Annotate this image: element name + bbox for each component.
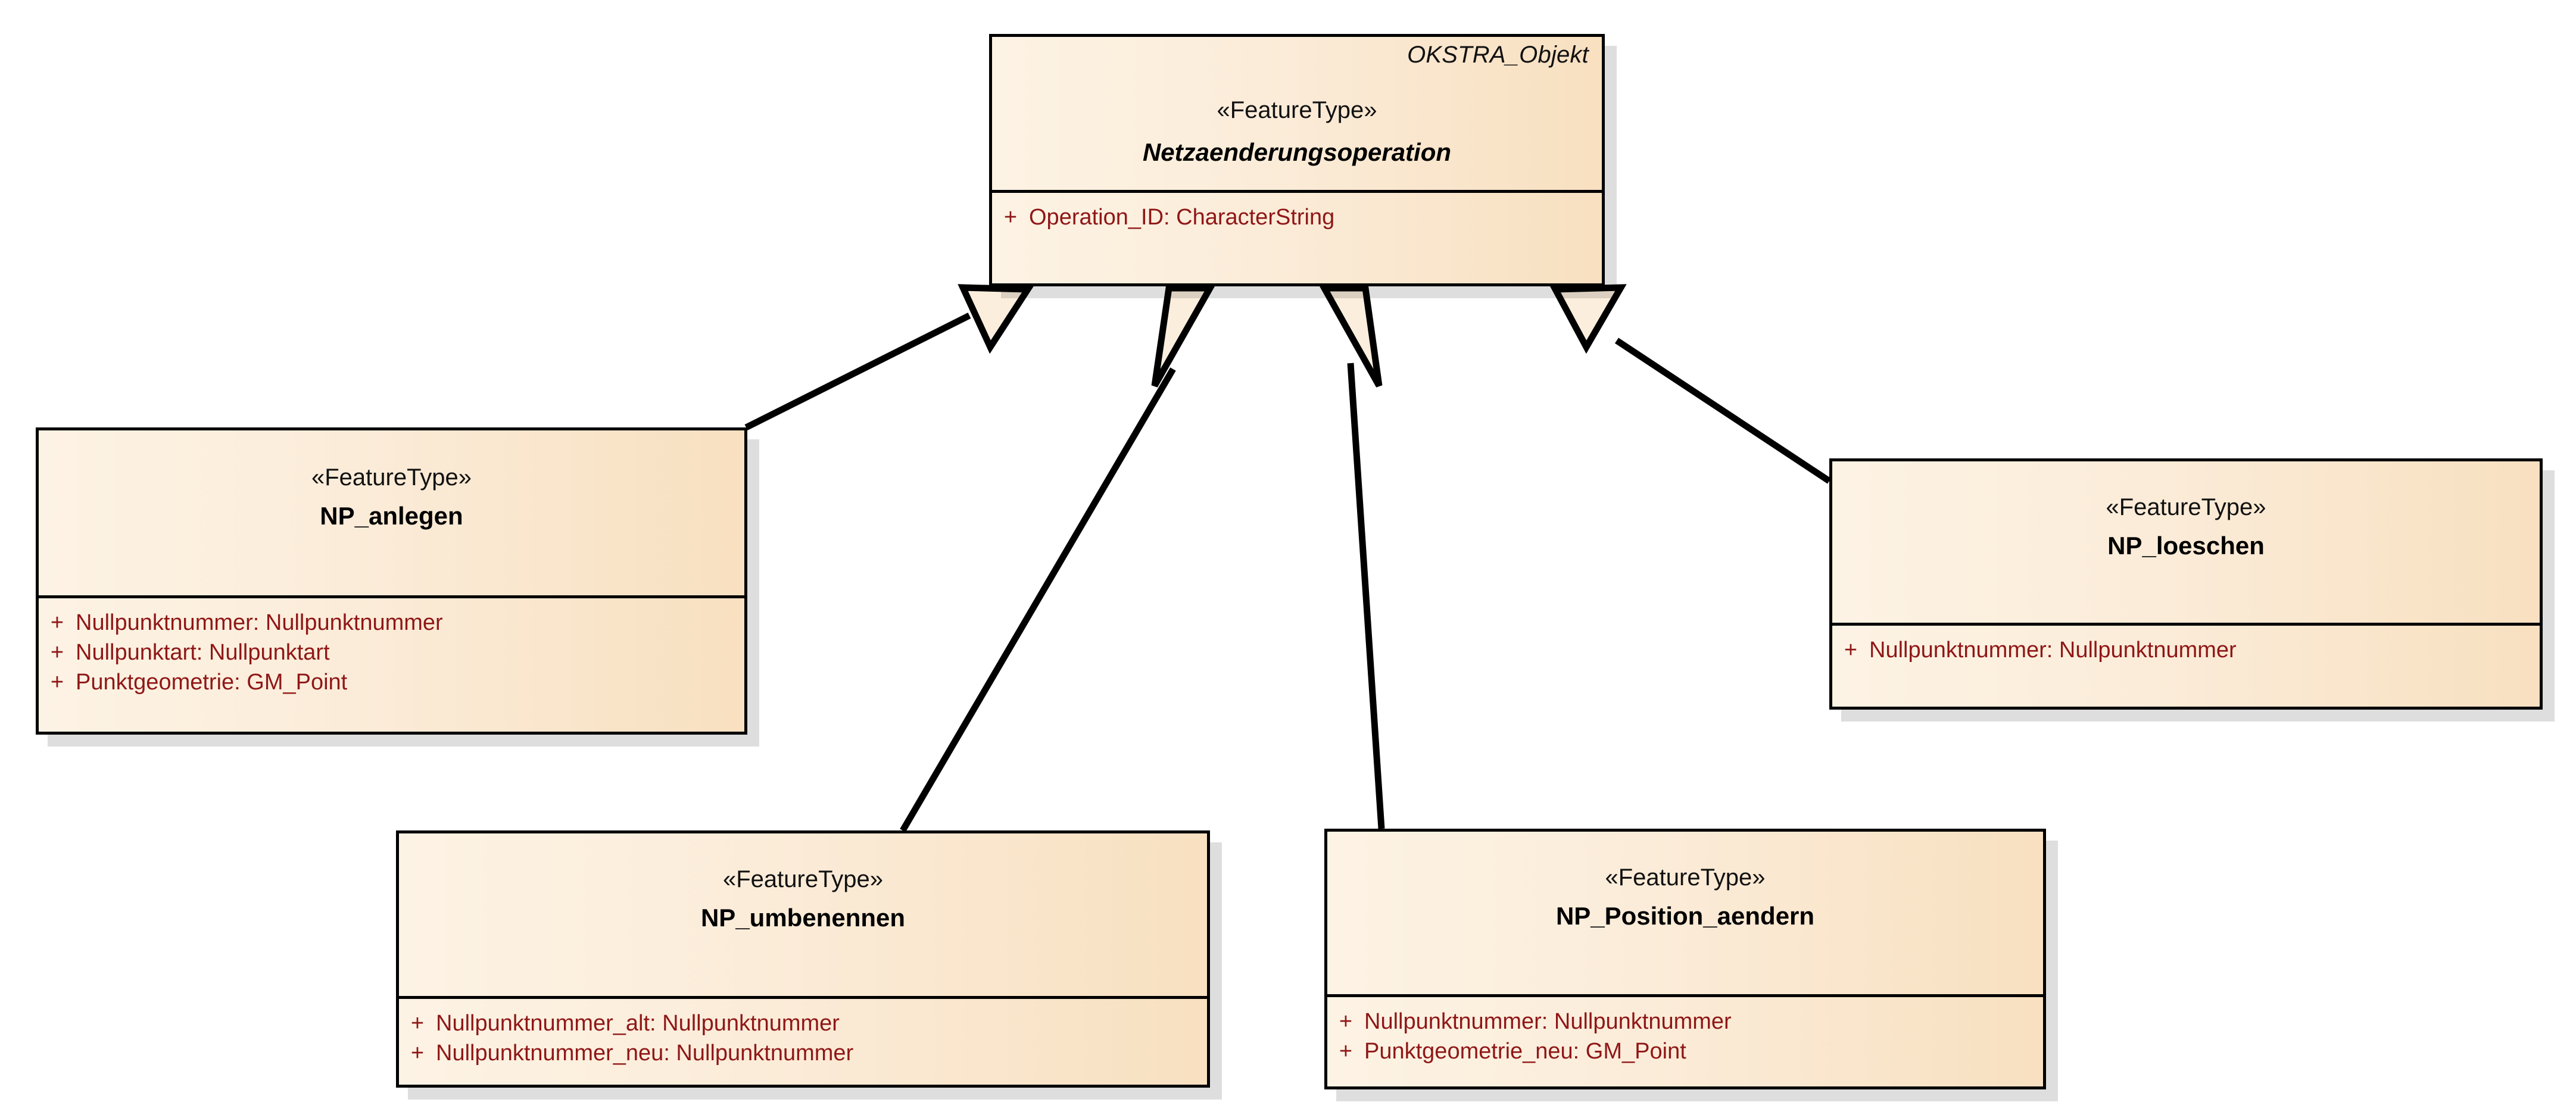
attribute-row: + Punktgeometrie_neu: GM_Point (1327, 1036, 2043, 1066)
uml-class-np-anlegen[interactable]: «FeatureType» NP_anlegen + Nullpunktnumm… (36, 427, 747, 735)
class-attributes: + Nullpunktnummer_alt: Nullpunktnummer +… (399, 999, 1207, 1076)
attribute-visibility: + (50, 610, 64, 635)
attribute-row: + Punktgeometrie: GM_Point (39, 667, 744, 697)
uml-class-np-umbenennen[interactable]: «FeatureType» NP_umbenennen + Nullpunktn… (396, 830, 1210, 1088)
attribute-row: + Nullpunktart: Nullpunktart (39, 638, 744, 667)
class-name: NP_umbenennen (700, 904, 906, 932)
class-name: NP_anlegen (320, 502, 463, 530)
generalization-umbenennen (900, 285, 1216, 832)
attribute-row: + Nullpunktnummer: Nullpunktnummer (1832, 635, 2540, 665)
attribute-visibility: + (50, 640, 64, 666)
attribute-row: + Nullpunktnummer_alt: Nullpunktnummer (399, 1008, 1207, 1038)
class-stereotype: «FeatureType» (2106, 494, 2266, 520)
generalization-loeschen (1549, 284, 1832, 484)
package-tag-label: OKSTRA_Objekt (1407, 42, 1589, 68)
class-name: Netzaenderungsoperation (1142, 138, 1452, 166)
uml-class-np-position-aendern[interactable]: «FeatureType» NP_Position_aendern + Null… (1324, 829, 2046, 1089)
attribute-signature: Punktgeometrie: GM_Point (76, 670, 348, 695)
class-name: NP_Position_aendern (1555, 902, 1815, 930)
attribute-signature: Nullpunktnummer: Nullpunktnummer (76, 610, 443, 635)
class-header: «FeatureType» NP_umbenennen (399, 867, 1207, 999)
class-attributes: + Nullpunktnummer: Nullpunktnummer (1832, 626, 2540, 673)
attribute-visibility: + (1844, 638, 1858, 663)
class-attributes: + Nullpunktnummer: Nullpunktnummer + Nul… (39, 598, 744, 705)
class-header: «FeatureType» NP_loeschen (1832, 495, 2540, 626)
attribute-row: + Nullpunktnummer: Nullpunktnummer (1327, 1007, 2043, 1036)
attribute-row: + Operation_ID: CharacterString (992, 202, 1602, 232)
generalization-position (1318, 285, 1385, 829)
attribute-signature: Nullpunktnummer_alt: Nullpunktnummer (436, 1011, 840, 1036)
attribute-visibility: + (410, 1041, 425, 1066)
attribute-signature: Nullpunktnummer: Nullpunktnummer (1869, 638, 2237, 663)
class-stereotype: «FeatureType» (311, 464, 472, 491)
class-attributes: + Nullpunktnummer: Nullpunktnummer + Pun… (1327, 997, 2043, 1075)
class-attributes: + Operation_ID: CharacterString (992, 193, 1602, 241)
attribute-visibility: + (1339, 1039, 1353, 1064)
class-name: NP_loeschen (2107, 532, 2265, 560)
class-header: «FeatureType» NP_anlegen (39, 465, 744, 598)
class-stereotype: «FeatureType» (1605, 864, 1766, 891)
attribute-signature: Nullpunktnummer_neu: Nullpunktnummer (436, 1041, 854, 1066)
class-stereotype: «FeatureType» (1217, 97, 1377, 123)
uml-class-np-loeschen[interactable]: «FeatureType» NP_loeschen + Nullpunktnum… (1829, 458, 2543, 710)
attribute-signature: Nullpunktart: Nullpunktart (76, 640, 330, 666)
class-header: OKSTRA_Objekt «FeatureType» Netzaenderun… (992, 37, 1602, 193)
attribute-row: + Nullpunktnummer: Nullpunktnummer (39, 608, 744, 638)
attribute-visibility: + (410, 1011, 425, 1036)
attribute-visibility: + (1339, 1009, 1353, 1034)
generalization-anlegen (744, 284, 1034, 430)
attribute-visibility: + (50, 670, 64, 695)
class-stereotype: «FeatureType» (722, 866, 884, 892)
attribute-visibility: + (1003, 205, 1018, 230)
uml-class-netzaenderungsoperation[interactable]: OKSTRA_Objekt «FeatureType» Netzaenderun… (989, 34, 1605, 286)
attribute-row: + Nullpunktnummer_neu: Nullpunktnummer (399, 1038, 1207, 1068)
attribute-signature: Punktgeometrie_neu: GM_Point (1364, 1039, 1686, 1064)
class-header: «FeatureType» NP_Position_aendern (1327, 865, 2043, 997)
attribute-signature: Operation_ID: CharacterString (1029, 205, 1335, 230)
attribute-signature: Nullpunktnummer: Nullpunktnummer (1364, 1009, 1732, 1034)
